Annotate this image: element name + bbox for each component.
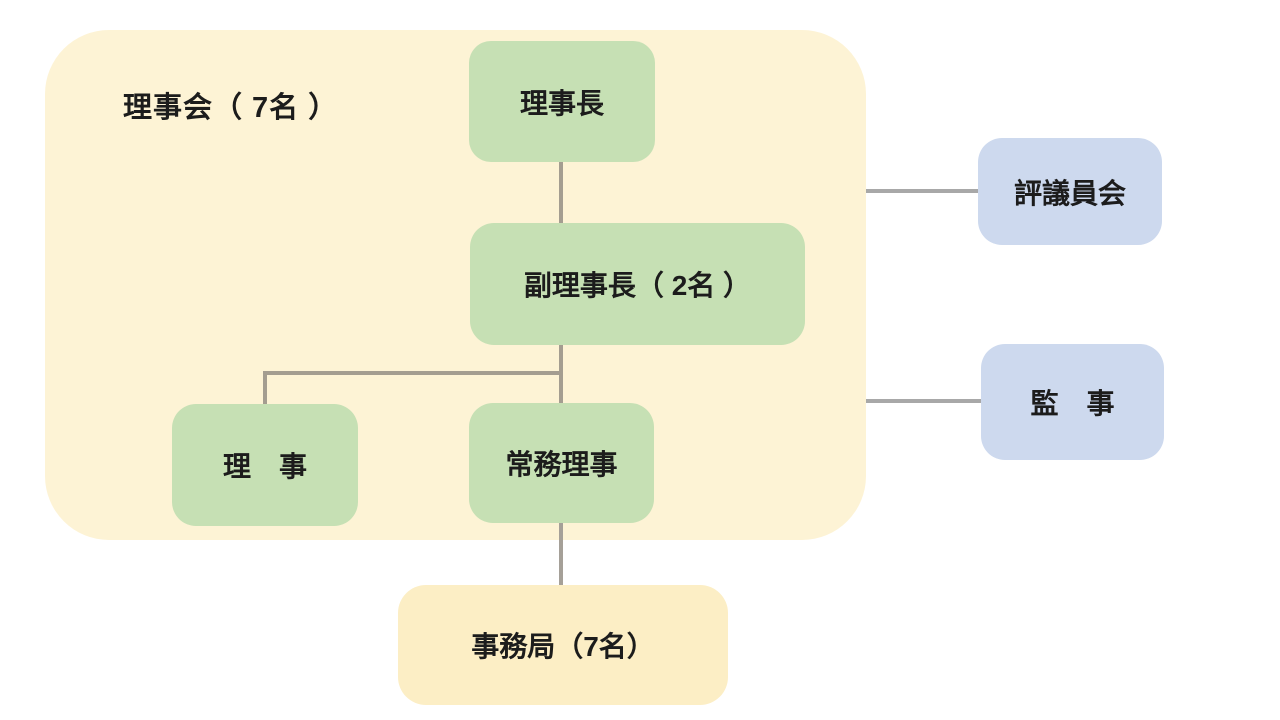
node-director: 理 事 <box>172 404 358 526</box>
connector-branch-director <box>263 371 267 406</box>
node-chairman: 理事長 <box>469 41 655 162</box>
connector-branch-horizontal <box>263 371 563 375</box>
node-vice-chairman: 副理事長（ 2名 ） <box>470 223 805 345</box>
connector-managing-secretariat <box>559 521 563 587</box>
connector-board-auditors <box>866 399 981 403</box>
connector-board-councilors <box>866 189 978 193</box>
node-councilors: 評議員会 <box>978 138 1162 245</box>
node-managing-director: 常務理事 <box>469 403 654 523</box>
connector-chairman-vice <box>559 160 563 225</box>
node-auditors: 監 事 <box>981 344 1164 460</box>
node-secretariat: 事務局（7名） <box>398 585 728 705</box>
board-group-label: 理事会（ 7名 ） <box>123 92 339 124</box>
